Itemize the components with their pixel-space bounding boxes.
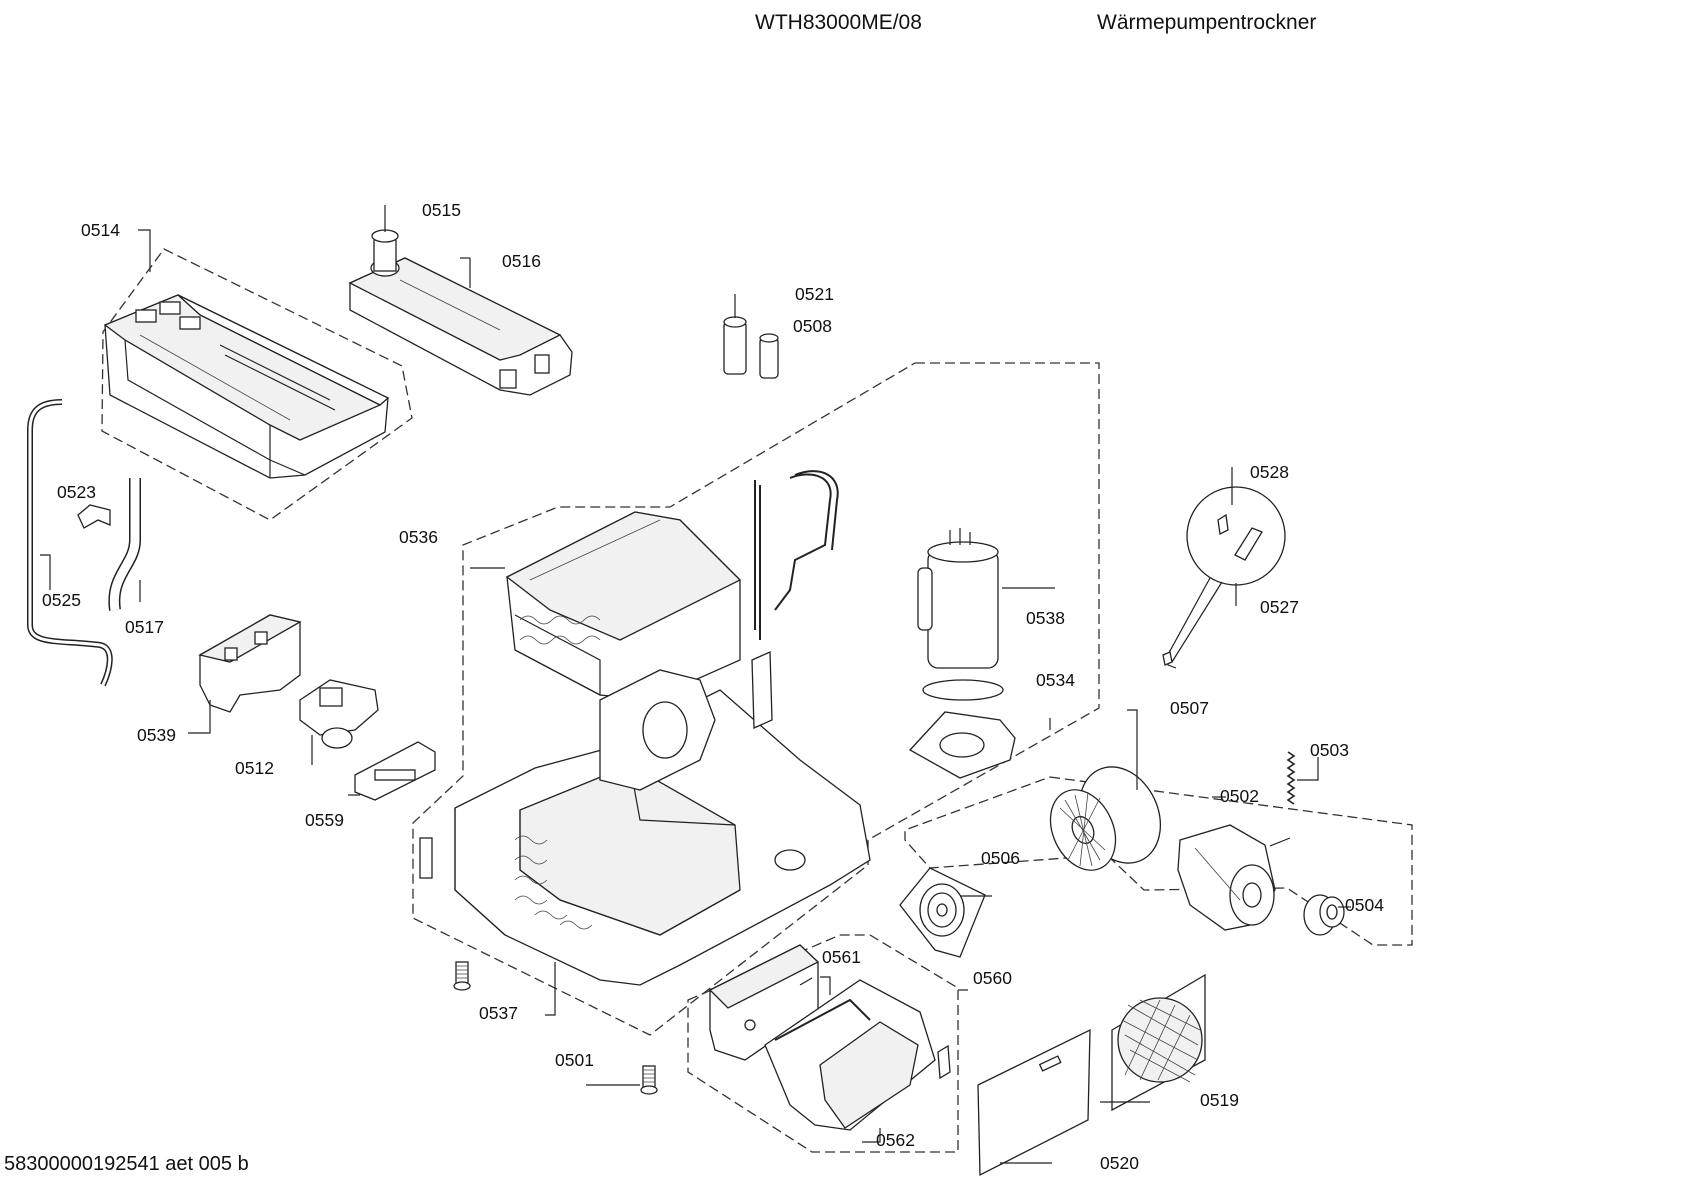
document-code: 58300000192541 aet 005 b (4, 1153, 249, 1175)
motor-0504 (1177, 824, 1291, 931)
label-0515: 0515 (422, 200, 461, 220)
label-0517: 0517 (125, 617, 164, 637)
screw-0501-b (640, 1065, 658, 1095)
appliance-description: Wärmepumpentrockner (1097, 11, 1317, 34)
compressor-bracket-0534 (908, 711, 1016, 779)
label-0538: 0538 (1026, 608, 1065, 628)
label-0501: 0501 (555, 1050, 594, 1070)
group-outline-0514 (101, 248, 413, 521)
group-outline-main-base (412, 362, 1100, 1036)
label-0521: 0521 (795, 284, 834, 304)
label-0559: 0559 (305, 810, 344, 830)
fan-grille-0519 (1111, 973, 1206, 1112)
label-0562: 0562 (876, 1130, 915, 1150)
bearing-0504-cap (1303, 894, 1345, 936)
label-0512: 0512 (235, 758, 274, 778)
pump-cover-0516 (348, 257, 573, 396)
fan-wheel-0507 (1049, 766, 1162, 871)
label-0516: 0516 (502, 251, 541, 271)
bracket-0539 (198, 614, 302, 713)
pump-adapter-0515 (371, 205, 399, 272)
sensor-detail-0527-0528 (1162, 486, 1286, 669)
label-0527: 0527 (1260, 597, 1299, 617)
label-0506: 0506 (981, 848, 1020, 868)
label-0520: 0520 (1100, 1153, 1139, 1173)
label-0514: 0514 (81, 220, 120, 240)
label-0560: 0560 (973, 968, 1012, 988)
label-0523: 0523 (57, 482, 96, 502)
holder-0559 (354, 741, 436, 801)
capacitor-0508 (759, 333, 779, 379)
plinth-cover-0520 (977, 1028, 1091, 1177)
condenser-0536 (505, 511, 742, 701)
label-0537: 0537 (479, 1003, 518, 1023)
water-container-0514 (103, 294, 390, 479)
label-0561: 0561 (822, 947, 861, 967)
label-0508: 0508 (793, 316, 832, 336)
air-duct-0562 (764, 979, 951, 1131)
label-0539: 0539 (137, 725, 176, 745)
screw-0501-a (453, 961, 471, 991)
clip-0523 (77, 504, 111, 529)
label-0504: 0504 (1345, 895, 1384, 915)
label-0528: 0528 (1250, 462, 1289, 482)
compressor-0538 (917, 528, 1004, 701)
label-0525: 0525 (42, 590, 81, 610)
label-0534: 0534 (1036, 670, 1075, 690)
label-0507: 0507 (1170, 698, 1209, 718)
pump-0512 (299, 679, 379, 749)
model-number: WTH83000ME/08 (755, 11, 922, 34)
capacitor-0521 (723, 294, 747, 375)
group-outline-motor (904, 776, 1413, 946)
fan-0506 (899, 867, 986, 958)
label-0503: 0503 (1310, 740, 1349, 760)
spring-0503 (1286, 751, 1296, 805)
label-0536: 0536 (399, 527, 438, 547)
base-0537 (419, 669, 871, 986)
label-0502: 0502 (1220, 786, 1259, 806)
group-outline-0560 (687, 934, 959, 1153)
refrigerant-pipes (754, 470, 839, 640)
label-0519: 0519 (1200, 1090, 1239, 1110)
